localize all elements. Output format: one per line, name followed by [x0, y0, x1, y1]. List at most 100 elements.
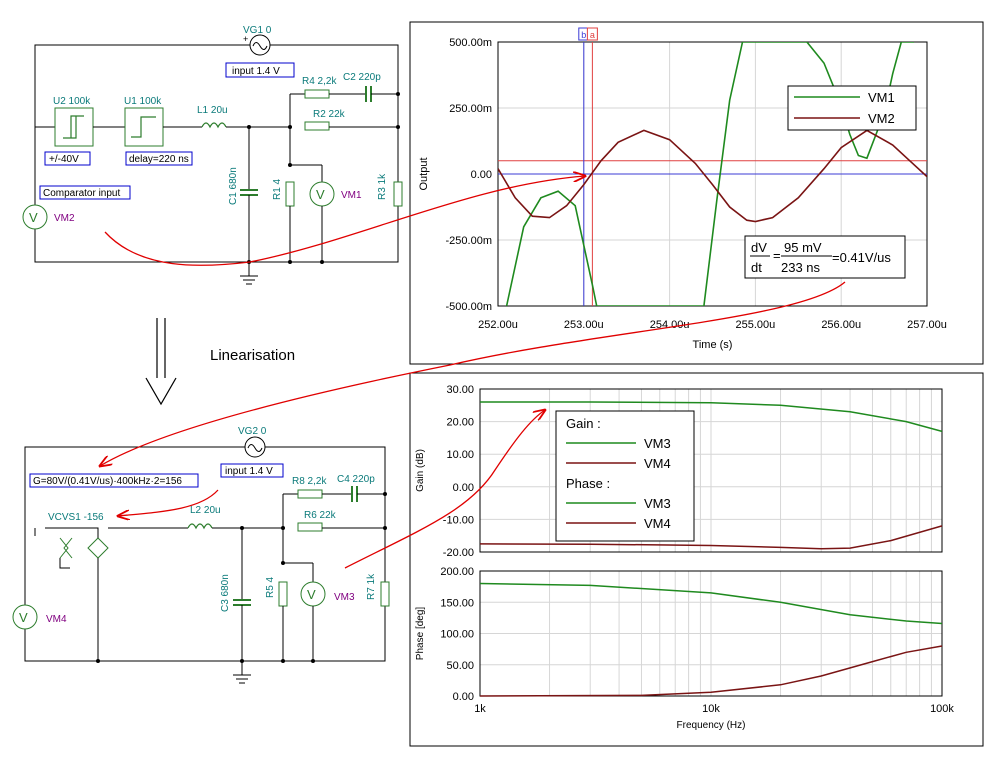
r6-resistor[interactable]	[297, 522, 323, 532]
vm2-meter[interactable]: V	[22, 204, 48, 230]
y-tick-label: 10.00	[446, 449, 474, 461]
svg-text:V: V	[316, 187, 325, 202]
r4-name: R4 2,2k	[302, 76, 337, 87]
y-tick-label: 0.00	[453, 691, 474, 703]
svg-text:V: V	[29, 210, 38, 225]
r8-name: R8 2,2k	[292, 476, 327, 487]
legend-label-vm1: VM1	[868, 90, 895, 105]
legend-label-vm2: VM2	[868, 111, 895, 126]
svg-text:+: +	[243, 34, 248, 44]
vg1-name: VG1 0	[243, 25, 272, 36]
vg2-name: VG2 0	[238, 426, 267, 437]
legend-label-vm4: VM4	[644, 456, 671, 471]
l1-inductor[interactable]	[201, 122, 227, 129]
y-tick-label: 500.00m	[449, 37, 492, 49]
top-circuit: VG1 0 + input 1.4 V U2 100k +/-40V U1 10…	[22, 25, 403, 285]
slope-num-label: dV	[751, 240, 767, 255]
legend-label-vm3: VM3	[644, 436, 671, 451]
r3-name: R3 1k	[377, 173, 388, 200]
vg2-source[interactable]	[244, 436, 266, 458]
x-tick-label: 1k	[474, 703, 486, 715]
vm4-meter[interactable]: V	[12, 604, 38, 630]
r2-resistor[interactable]	[304, 121, 330, 131]
u2-block[interactable]	[54, 107, 94, 147]
slope-eq: =	[773, 248, 781, 263]
y-tick-label: -20.00	[443, 547, 474, 559]
r5-name: R5 4	[265, 576, 276, 598]
cursor-tag-a	[586, 27, 598, 41]
r7-resistor[interactable]	[380, 581, 390, 607]
l2-inductor[interactable]	[187, 523, 213, 530]
u1-name: U1 100k	[124, 96, 162, 107]
x-tick-label: 253.00u	[564, 319, 604, 331]
vm3-meter[interactable]: V	[300, 581, 326, 607]
x-tick-label: 256.00u	[821, 319, 861, 331]
series-vm4	[479, 645, 943, 697]
legend-box	[787, 85, 917, 131]
cursor-label-a: a	[590, 30, 595, 40]
gain-formula: G=80V/(0.41V/us)·400kHz·2=156	[33, 476, 182, 487]
y-tick-label: 0.00	[453, 482, 474, 494]
u2-name: U2 100k	[53, 96, 91, 107]
r8-resistor[interactable]	[297, 489, 323, 499]
slope-num-value: 95 mV	[784, 240, 822, 255]
u1-label: delay=220 ns	[129, 154, 189, 165]
vm1-meter[interactable]: V	[309, 181, 335, 207]
y-tick-label: -10.00	[443, 514, 474, 526]
r1-name: R1 4	[272, 178, 283, 200]
y-tick-label: -250.00m	[446, 235, 492, 247]
r2-name: R2 22k	[313, 109, 346, 120]
x-axis-label: Frequency (Hz)	[677, 720, 746, 731]
r6-name: R6 22k	[304, 510, 337, 521]
c3-name: C3 680n	[220, 574, 231, 612]
y-tick-label: 100.00	[440, 629, 474, 641]
l2-name: L2 20u	[190, 505, 221, 516]
x-tick-label: 10k	[702, 703, 720, 715]
u2-label: +/-40V	[49, 154, 79, 165]
r1-resistor[interactable]	[285, 181, 295, 207]
time-chart-panel	[409, 21, 984, 365]
slope-annotation-box	[744, 235, 906, 279]
y-tick-label: 20.00	[446, 417, 474, 429]
ground-symbol	[240, 262, 258, 285]
legend-heading: Phase :	[566, 476, 610, 491]
comparator-input-label: Comparator input	[43, 188, 120, 199]
legend-heading: Gain :	[566, 416, 601, 431]
c2-name: C2 220p	[343, 72, 381, 83]
y-tick-label: 150.00	[440, 597, 474, 609]
series-vm3	[480, 401, 943, 433]
x-tick-label: 100k	[930, 703, 954, 715]
y-tick-label: 250.00m	[449, 103, 492, 115]
r4-resistor[interactable]	[304, 89, 330, 99]
l1-name: L1 20u	[197, 105, 228, 116]
y-axis-label: Output	[418, 157, 430, 190]
vg1-label-box	[225, 62, 295, 78]
phase-chart: 200.00 150.00 100.00 50.00 0.00 Phase [deg] 1k…	[415, 566, 954, 731]
u1-block[interactable]	[124, 107, 164, 147]
plot-frame	[479, 570, 943, 697]
vg1-label: input 1.4 V	[232, 66, 280, 77]
linearisation-label: Linearisation	[210, 347, 295, 364]
r3-resistor[interactable]	[393, 181, 403, 207]
legend-label-vm4: VM4	[644, 516, 671, 531]
y-tick-label: 0.00	[471, 169, 492, 181]
svg-text:V: V	[19, 610, 28, 625]
y-axis-label: Gain (dB)	[415, 449, 426, 492]
linearisation-arrow	[145, 318, 177, 406]
r5-resistor[interactable]	[278, 581, 288, 607]
slope-den-value: 233 ns	[781, 260, 821, 275]
legend-label-vm3: VM3	[644, 496, 671, 511]
plot-frame	[479, 388, 943, 553]
vcvs-source[interactable]	[59, 537, 109, 559]
x-tick-label: 257.00u	[907, 319, 947, 331]
c1-name: C1 680n	[228, 167, 239, 205]
vg1-source[interactable]: VG1 0 +	[243, 25, 272, 56]
bode-chart-panel	[409, 372, 984, 747]
vm1-name: VM1	[341, 190, 362, 201]
y-tick-label: 50.00	[446, 660, 474, 672]
cursor-label-b: b	[581, 30, 586, 40]
y-tick-label: 200.00	[440, 566, 474, 578]
y-axis-label: Phase [deg]	[415, 607, 426, 661]
